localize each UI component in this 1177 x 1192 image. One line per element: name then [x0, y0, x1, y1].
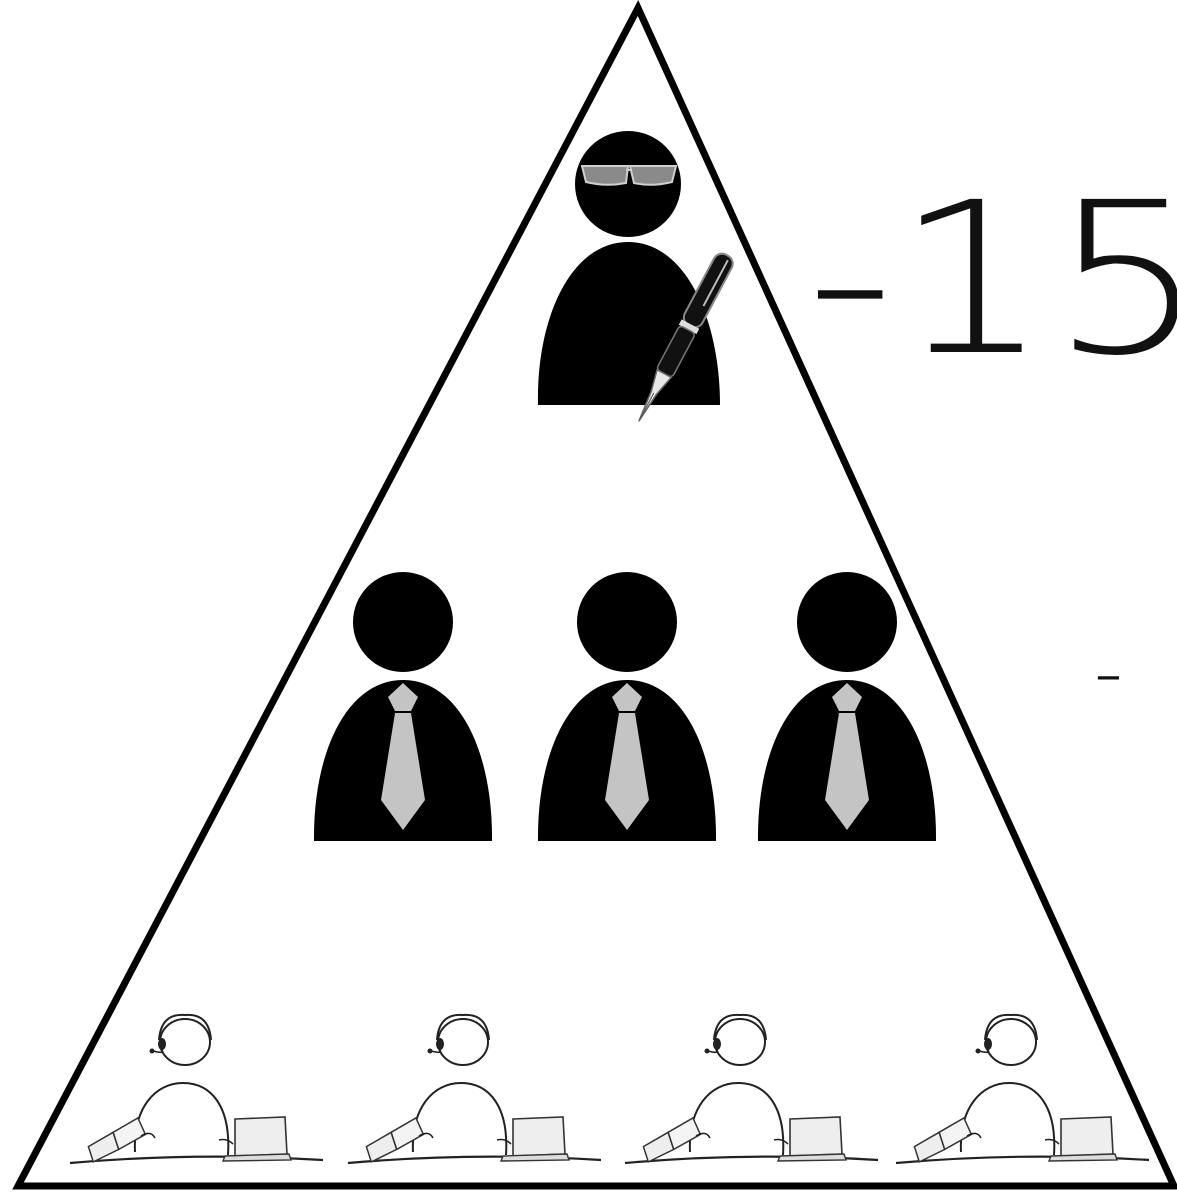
middle-tier-annotation: - — [1094, 626, 1123, 719]
headset-worker-icon — [896, 1015, 1149, 1163]
worker-figure-3 — [625, 1015, 878, 1163]
manager-head — [353, 572, 453, 672]
worker-figure-1 — [70, 1015, 323, 1163]
top-tier-annotation: -15 — [806, 157, 1177, 402]
headset-worker-icon — [625, 1015, 878, 1163]
headset-worker-icon — [348, 1015, 601, 1163]
manager-figure-2 — [538, 572, 716, 841]
manager-head — [577, 572, 677, 672]
headset-worker-icon — [70, 1015, 323, 1163]
manager-figure-1 — [314, 572, 492, 841]
manager-head — [797, 572, 897, 672]
worker-figure-2 — [348, 1015, 601, 1163]
executive-figure — [538, 131, 736, 426]
worker-figure-4 — [896, 1015, 1149, 1163]
